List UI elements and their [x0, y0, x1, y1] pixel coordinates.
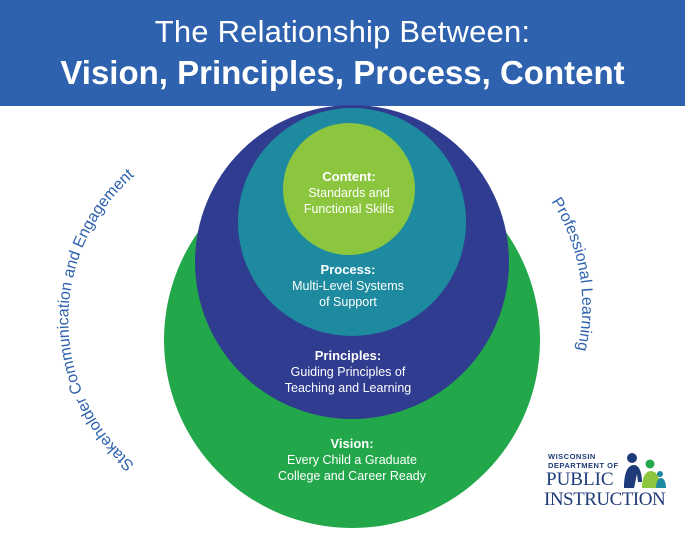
- principles-line-2: Teaching and Learning: [284, 381, 412, 395]
- content-line-1: Standards and: [308, 186, 390, 200]
- vision-label: Vision: Every Child a Graduate College a…: [242, 436, 462, 484]
- content-line-2: Functional Skills: [303, 202, 395, 216]
- content-heading: Content:: [322, 169, 376, 184]
- title-line-2: Vision, Principles, Process, Content: [60, 54, 625, 91]
- process-label: Process: Multi-Level Systems of Support: [238, 262, 458, 310]
- content-label: Content: Standards and Functional Skills: [239, 169, 459, 217]
- logo-small-text: WISCONSIN DEPARTMENT OF: [548, 452, 619, 470]
- right-arc-label: Professional Learning: [548, 195, 596, 353]
- logo-public-text: PUBLIC: [546, 469, 614, 490]
- logo-instruction-text: INSTRUCTION: [544, 489, 666, 510]
- vision-heading: Vision:: [330, 436, 374, 451]
- dpi-logo: WISCONSIN DEPARTMENT OF PUBLIC INSTRUCTI…: [544, 452, 670, 516]
- process-heading: Process:: [320, 262, 376, 277]
- vision-line-1: Every Child a Graduate: [287, 453, 417, 467]
- left-arc-label: Stakeholder Communication and Engagement: [55, 166, 137, 474]
- content-circle: [283, 123, 415, 255]
- vision-line-2: College and Career Ready: [277, 469, 426, 483]
- family-figures-icon: [624, 453, 666, 488]
- header-banner: The Relationship Between: Vision, Princi…: [0, 0, 685, 106]
- principles-heading: Principles:: [314, 348, 382, 363]
- title-line-1: The Relationship Between:: [154, 14, 531, 49]
- principles-line-1: Guiding Principles of: [290, 365, 406, 379]
- process-line-2: of Support: [319, 295, 377, 309]
- principles-label: Principles: Guiding Principles of Teachi…: [238, 348, 458, 396]
- process-line-1: Multi-Level Systems: [292, 279, 404, 293]
